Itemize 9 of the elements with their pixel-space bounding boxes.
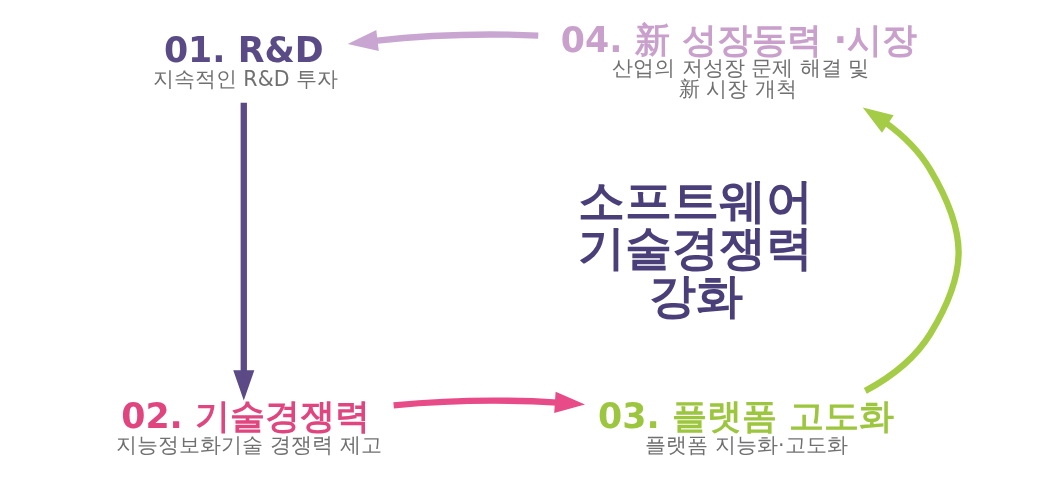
arrow	[347, 30, 538, 51]
arrow	[392, 391, 585, 413]
node-text: 02. 기술경쟁력 지능정보화기술 경쟁력 제고	[115, 396, 382, 457]
arrow	[862, 107, 962, 394]
arrow	[232, 102, 254, 401]
node-text: 04. 新 성장동력 ·시장 산업의 저성장 문제 해결 및 新 시장 개척	[560, 19, 917, 101]
node-text: 소프트웨어 기술경쟁력 강화	[577, 172, 813, 323]
node-text: 01. R&D 지속적인 R&D 투자	[152, 30, 338, 91]
node-text: 03. 플랫폼 고도화 플랫폼 지능화·고도화	[597, 396, 894, 457]
